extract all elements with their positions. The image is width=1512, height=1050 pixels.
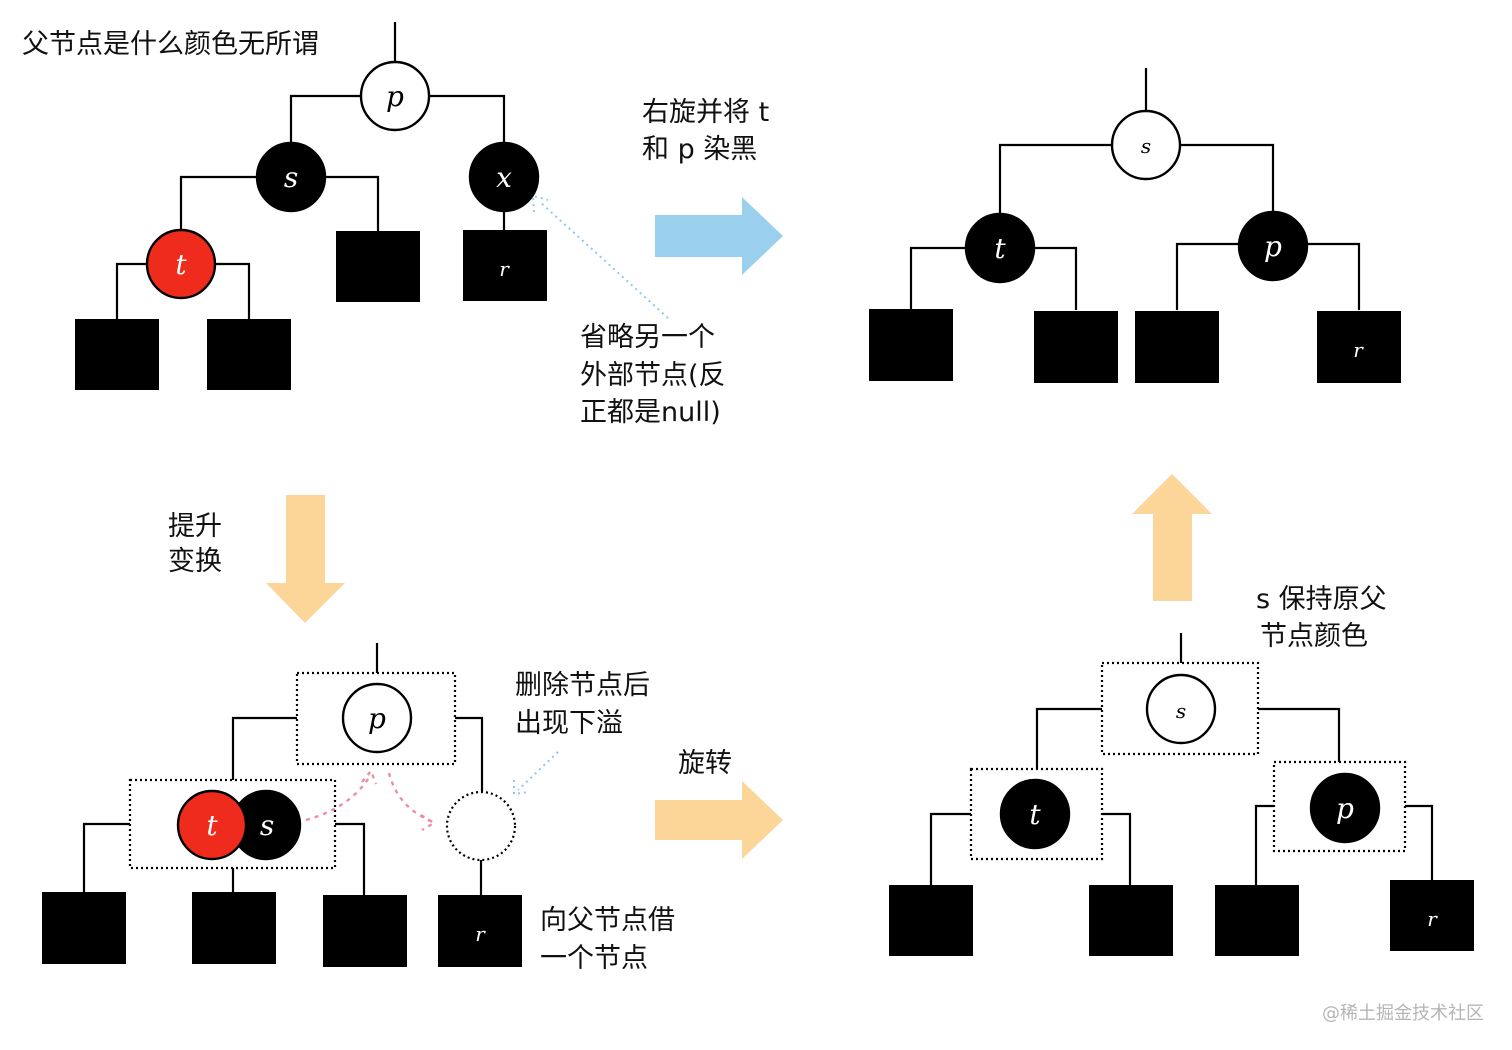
leaf-node [192, 892, 276, 964]
borrow-hint-arrowhead-up [361, 768, 378, 785]
underflow-note-line1: 删除节点后 [515, 670, 650, 701]
leaf-label-r: r [1353, 338, 1364, 362]
node-s [1110, 109, 1182, 181]
btree-view-after-rotation: r s t p [889, 633, 1474, 956]
promote-note-line1: 提升 [168, 511, 222, 542]
leaf-label-r: r [475, 922, 486, 946]
tree-after-rotation: r s t p [869, 68, 1401, 383]
omit-note-line2: 外部节点(反 [580, 360, 726, 391]
rotate-right-note-line2: 和 p 染黑 [642, 134, 757, 165]
leaf-node [1089, 885, 1173, 956]
borrow-hint-arrowhead-down [420, 813, 437, 832]
parent-color-note: 父节点是什么颜色无所谓 [22, 29, 319, 60]
keep-color-note-line2: 节点颜色 [1260, 621, 1368, 652]
underflow-hint-arrowhead [513, 780, 529, 796]
node-label-s: s [260, 809, 274, 842]
orange-up-arrow [1132, 474, 1212, 601]
node-label-s: s [284, 161, 298, 194]
leaf-node [323, 895, 407, 967]
node-label-p: p [1264, 230, 1282, 263]
node-label-p: p [386, 80, 404, 113]
leaf-node-r [1317, 311, 1401, 383]
node-t [964, 212, 1036, 284]
node-label-t: t [175, 248, 187, 281]
borrow-note-line2: 一个节点 [540, 943, 648, 974]
rotate-right-note-line1: 右旋并将 t [642, 97, 769, 128]
btree-view-underflow: r p t s [42, 643, 559, 967]
leaf-node [1215, 885, 1299, 956]
leaf-node [42, 892, 126, 964]
btree-node-box-t [969, 767, 1104, 861]
node-t [145, 228, 217, 300]
node-label-x: x [496, 161, 512, 194]
node-label-p: p [1336, 792, 1354, 825]
node-p [1309, 772, 1381, 844]
node-p [1237, 210, 1309, 282]
orange-right-arrow [655, 781, 783, 859]
rotate-note: 旋转 [678, 748, 732, 779]
promote-note-line2: 变换 [168, 546, 222, 577]
orange-down-arrow [266, 495, 345, 623]
leaf-node [207, 319, 291, 390]
leaf-node [889, 885, 973, 956]
node-p [359, 60, 431, 132]
btree-node-box-p [1272, 760, 1407, 853]
node-t [176, 789, 248, 861]
omit-note-line1: 省略另一个 [580, 322, 715, 353]
leaf-node-r [463, 230, 547, 301]
borrow-hint-arrow-down [387, 772, 434, 824]
leaf-node [1135, 311, 1219, 383]
underflow-note-line2: 出现下溢 [515, 708, 623, 739]
leaf-node-r [438, 895, 522, 967]
leaf-label-r: r [1427, 907, 1438, 931]
omit-hint-line [539, 201, 669, 319]
leaf-node [869, 309, 953, 381]
underflow-empty-node [445, 790, 517, 862]
leaf-node [75, 319, 159, 390]
node-label-s: s [1141, 134, 1151, 158]
node-label-t: t [1029, 798, 1041, 831]
node-p [341, 682, 413, 754]
node-s [255, 141, 327, 213]
node-label-s: s [1176, 699, 1186, 723]
underflow-hint-line [517, 751, 559, 791]
node-x [468, 141, 540, 213]
node-t [999, 778, 1071, 850]
node-label-p: p [368, 702, 386, 735]
btree-node-box-ts [128, 778, 337, 870]
tree-before-rotation: r p s x t [75, 22, 669, 390]
btree-node-box-s [1100, 661, 1260, 756]
omit-note-line3: 正都是null) [580, 397, 721, 428]
borrow-note-line1: 向父节点借 [540, 905, 675, 936]
borrow-hint-arrow-up [305, 775, 372, 822]
keep-color-note-line1: s 保持原父 [1256, 584, 1387, 615]
leaf-node [336, 231, 420, 302]
watermark: @稀土掘金技术社区 [1322, 1003, 1484, 1024]
leaf-label-r: r [499, 257, 510, 281]
omit-hint-arrowhead [531, 194, 549, 213]
leaf-node [1034, 311, 1118, 383]
leaf-node-r [1390, 880, 1474, 951]
node-label-t: t [994, 232, 1006, 265]
node-label-t: t [206, 809, 218, 842]
node-s [1145, 673, 1217, 745]
blue-right-arrow [655, 197, 783, 275]
